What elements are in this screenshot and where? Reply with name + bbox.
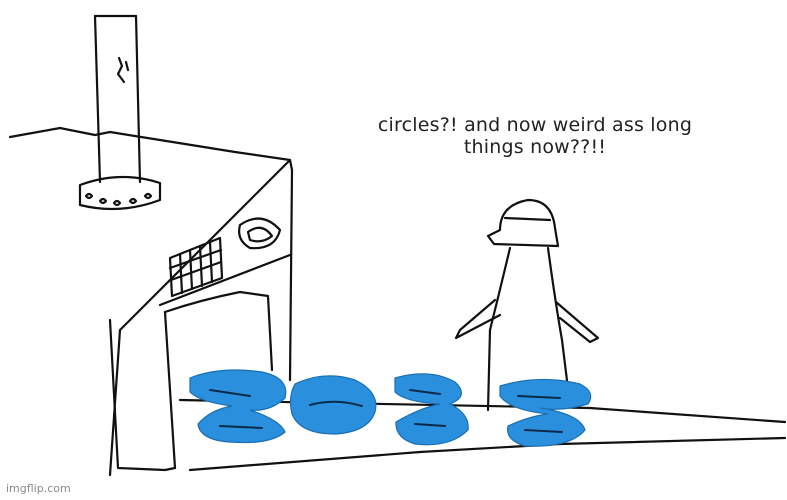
- penguin: [454, 198, 600, 412]
- vent-grid: [168, 236, 224, 298]
- gauge-icon: [238, 217, 282, 250]
- watermark: imgflip.com: [6, 482, 71, 495]
- machine: [108, 150, 294, 477]
- caption-line-2: things now??!!: [463, 136, 607, 158]
- blue-blob-4: [499, 378, 592, 447]
- pipe: [78, 14, 162, 211]
- caption-line-1: circles?! and now weird ass long: [377, 114, 693, 136]
- blue-blob-2: [289, 375, 377, 435]
- blue-blob-1: [189, 369, 287, 444]
- speech-caption: circles?! and now weird ass long things …: [350, 114, 720, 158]
- blue-blob-3: [394, 373, 469, 446]
- hardhat-icon: [486, 198, 560, 248]
- ground-outline-left: [8, 126, 237, 154]
